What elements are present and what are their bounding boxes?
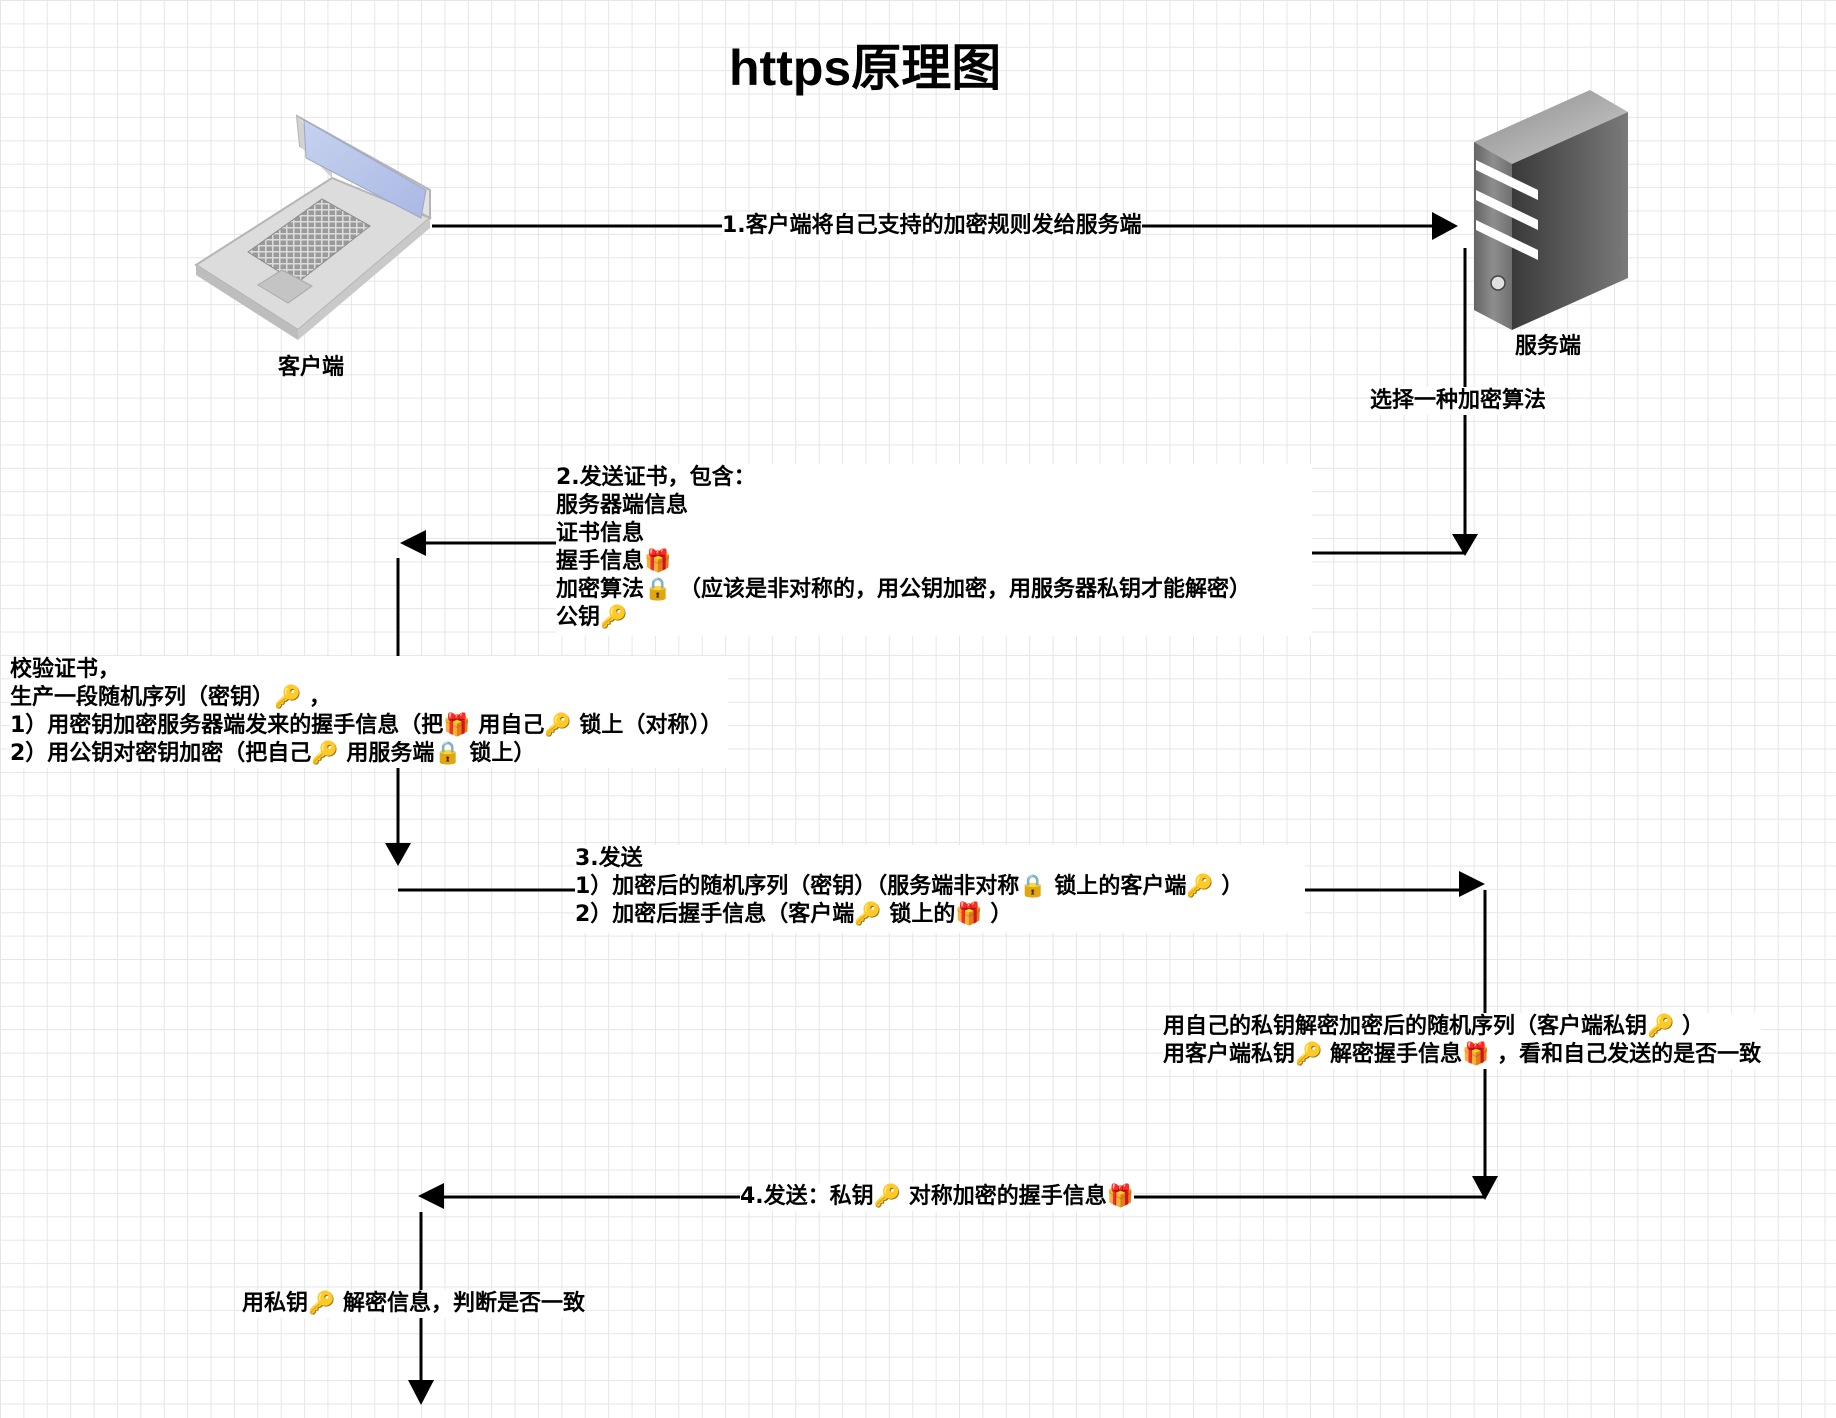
step3-line: 1）加密后的随机序列（密钥）（服务端非对称🔒 锁上的客户端🔑 ） — [575, 874, 1244, 899]
step2-label: 2.发送证书，包含： 服务器端信息 证书信息 握手信息🎁 加密算法🔒 （应该是非… — [556, 464, 1312, 636]
decrypt-line: 用客户端私钥🔑 解密握手信息🎁 ，看和自己发送的是否一致 — [1163, 1042, 1762, 1067]
decrypt-label: 用自己的私钥解密加密后的随机序列（客户端私钥🔑 ） 用客户端私钥🔑 解密握手信息… — [1163, 1013, 1762, 1069]
arrowhead-right — [1432, 212, 1458, 240]
step2-line: 握手信息🎁 — [556, 549, 672, 574]
arrowhead-down — [1452, 534, 1478, 556]
step2-line: 2.发送证书，包含： — [556, 465, 756, 490]
step3-label: 3.发送 1）加密后的随机序列（密钥）（服务端非对称🔒 锁上的客户端🔑 ） 2）… — [575, 845, 1305, 933]
final-label: 用私钥🔑 解密信息，判断是否一致 — [242, 1290, 586, 1318]
arrowhead-down — [385, 843, 411, 866]
decrypt-line: 用自己的私钥解密加密后的随机序列（客户端私钥🔑 ） — [1163, 1014, 1705, 1039]
step2-line: 服务器端信息 — [556, 493, 689, 518]
server-icon — [1474, 90, 1628, 330]
step2-line: 公钥🔑 — [556, 605, 628, 630]
verify-line: 1）用密钥加密服务器端发来的握手信息（把🎁 用自己🔑 锁上（对称）） — [10, 713, 723, 738]
verify-label: 校验证书， 生产一段随机序列（密钥）🔑 ， 1）用密钥加密服务器端发来的握手信息… — [10, 656, 729, 768]
arrowhead-left — [400, 530, 426, 556]
arrowhead-left — [418, 1183, 444, 1209]
step2-line: 证书信息 — [556, 521, 645, 546]
verify-line: 校验证书， — [10, 657, 121, 682]
server-label: 服务端 — [1515, 334, 1582, 359]
verify-line: 生产一段随机序列（密钥）🔑 ， — [10, 685, 332, 710]
arrowhead-down — [1472, 1176, 1498, 1200]
laptop-icon — [194, 114, 432, 340]
arrowheads — [385, 212, 1498, 1405]
verify-line: 2）用公钥对密钥加密（把自己🔑 用服务端🔒 锁上） — [10, 741, 536, 766]
client-label: 客户端 — [278, 355, 345, 380]
select-algorithm-label: 选择一种加密算法 — [1370, 387, 1547, 415]
step3-line: 3.发送 — [575, 846, 643, 871]
step2-line: 加密算法🔒 （应该是非对称的，用公钥加密，用服务器私钥才能解密） — [556, 577, 1252, 602]
arrowhead-down — [408, 1380, 434, 1405]
step4-label: 4.发送：私钥🔑 对称加密的握手信息🎁 — [740, 1183, 1135, 1211]
step1-label: 1.客户端将自己支持的加密规则发给服务端 — [722, 212, 1142, 240]
arrowhead-right — [1459, 871, 1485, 897]
diagram-title: https原理图 — [729, 40, 1002, 96]
step3-line: 2）加密后握手信息（客户端🔑 锁上的🎁 ） — [575, 902, 1013, 927]
